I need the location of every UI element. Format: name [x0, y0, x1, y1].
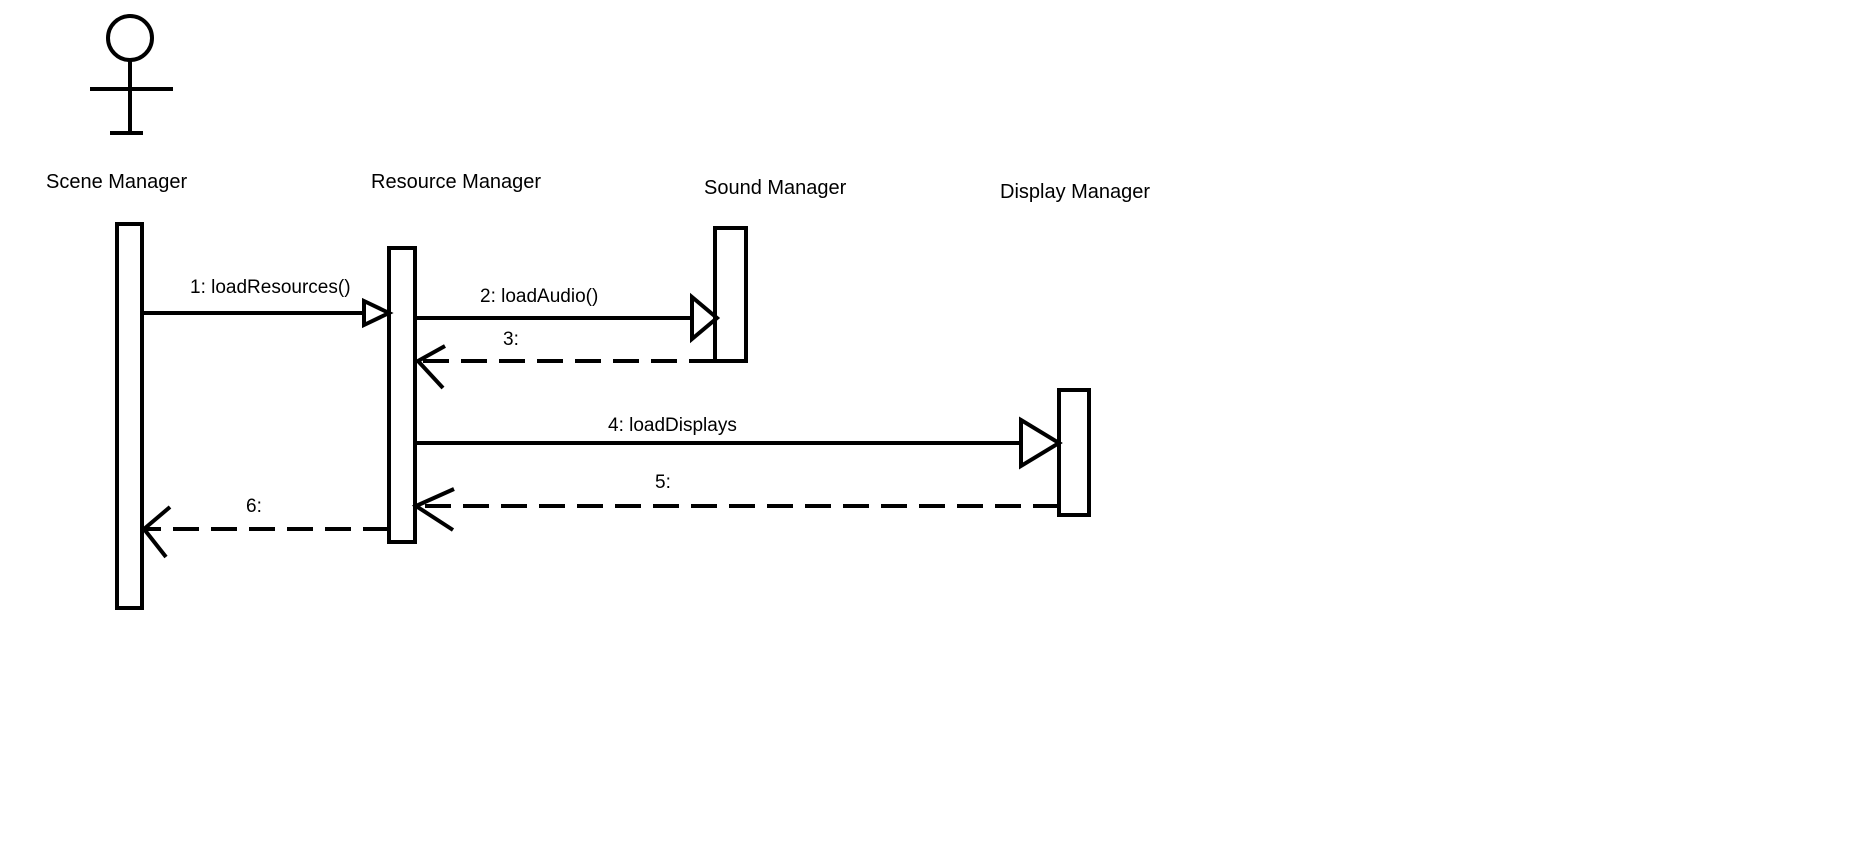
message-1-label: 1: loadResources() [190, 277, 351, 298]
message-4-label: 4: loadDisplays [608, 415, 737, 436]
message-6-arrow [141, 505, 389, 559]
message-6-arrowhead [141, 505, 172, 559]
message-2-arrowhead [690, 292, 721, 344]
activation-bar-resource-manager [387, 246, 417, 544]
activation-bar-scene-manager [115, 222, 144, 610]
message-5-label: 5: [655, 472, 671, 493]
message-5-arrowhead [411, 487, 455, 532]
message-6-label: 6: [246, 496, 262, 517]
message-2-arrow [415, 292, 721, 344]
message-5-arrow [411, 487, 1059, 532]
activation-bar-display-manager [1057, 388, 1091, 517]
message-3-label: 3: [503, 329, 519, 350]
actor-icon [90, 14, 173, 135]
activation-bar-sound-manager [713, 226, 748, 363]
message-1-arrow [142, 297, 394, 329]
message-2-label: 2: loadAudio() [480, 286, 598, 307]
message-4-arrow [415, 416, 1063, 470]
participant-label-resource-manager: Resource Manager [371, 171, 541, 193]
participant-label-display-manager: Display Manager [1000, 181, 1150, 203]
message-1-arrowhead [362, 297, 394, 329]
participant-label-sound-manager: Sound Manager [704, 177, 847, 199]
message-4-arrowhead [1019, 416, 1063, 470]
message-3-arrow [414, 344, 715, 390]
participant-label-scene-manager: Scene Manager [46, 171, 188, 193]
message-3-arrowhead [414, 344, 446, 390]
actor-head [106, 14, 154, 62]
